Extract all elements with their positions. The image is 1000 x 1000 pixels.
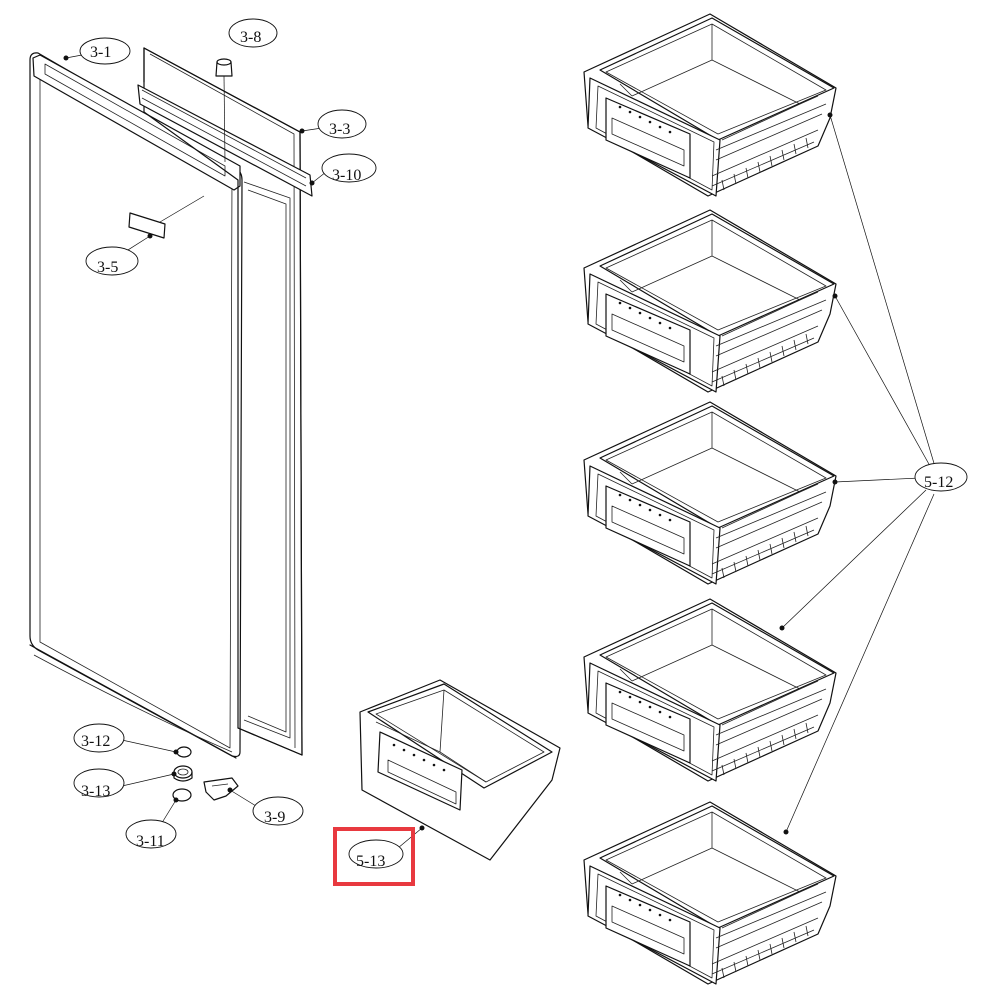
door-label-plate <box>128 212 166 239</box>
callout-label-3-13: 3-13 <box>81 783 110 800</box>
callout-3-12[interactable]: 3-12 <box>73 723 125 753</box>
callout-label-5-13: 5-13 <box>356 853 385 870</box>
callout-3-9[interactable]: 3-9 <box>252 796 304 826</box>
callout-3-1[interactable]: 3-1 <box>79 37 131 65</box>
callout-label-3-8: 3-8 <box>240 29 261 46</box>
callout-label-3-11: 3-11 <box>136 833 165 850</box>
callout-3-11[interactable]: 3-11 <box>125 819 177 850</box>
door-panel <box>29 52 243 759</box>
drawer-1 <box>583 13 837 197</box>
hinge-cap <box>215 58 233 163</box>
drawer-3 <box>583 401 837 585</box>
callout-label-3-1: 3-1 <box>90 44 111 61</box>
drawer-5 <box>583 801 837 985</box>
callout-3-8[interactable]: 3-8 <box>228 18 278 48</box>
callout-3-3[interactable]: 3-3 <box>317 109 367 139</box>
callout-3-13[interactable]: 3-13 <box>73 768 125 800</box>
callout-label-3-5: 3-5 <box>97 259 118 276</box>
drawer-leaders <box>779 112 937 835</box>
washer-3-12 <box>176 746 192 758</box>
callout-5-12[interactable]: 5-12 <box>914 462 968 492</box>
small-crisper-tray <box>359 679 561 861</box>
drawer-template-group <box>583 13 837 985</box>
callout-label-3-12: 3-12 <box>81 733 110 750</box>
callout-3-5[interactable]: 3-5 <box>85 246 139 276</box>
bushing-3-13 <box>173 765 193 782</box>
drawer-2 <box>583 209 837 393</box>
drawer-4 <box>583 598 837 782</box>
callout-label-3-10: 3-10 <box>332 167 361 184</box>
highlight-box-5-13 <box>333 827 415 886</box>
callout-label-5-12: 5-12 <box>924 474 953 491</box>
callout-5-13[interactable]: 5-13 <box>348 839 404 870</box>
callout-label-3-9: 3-9 <box>264 809 285 826</box>
callout-label-3-3: 3-3 <box>329 121 350 138</box>
bottom-hinge-3-9 <box>203 777 239 801</box>
callout-3-10[interactable]: 3-10 <box>321 153 377 184</box>
